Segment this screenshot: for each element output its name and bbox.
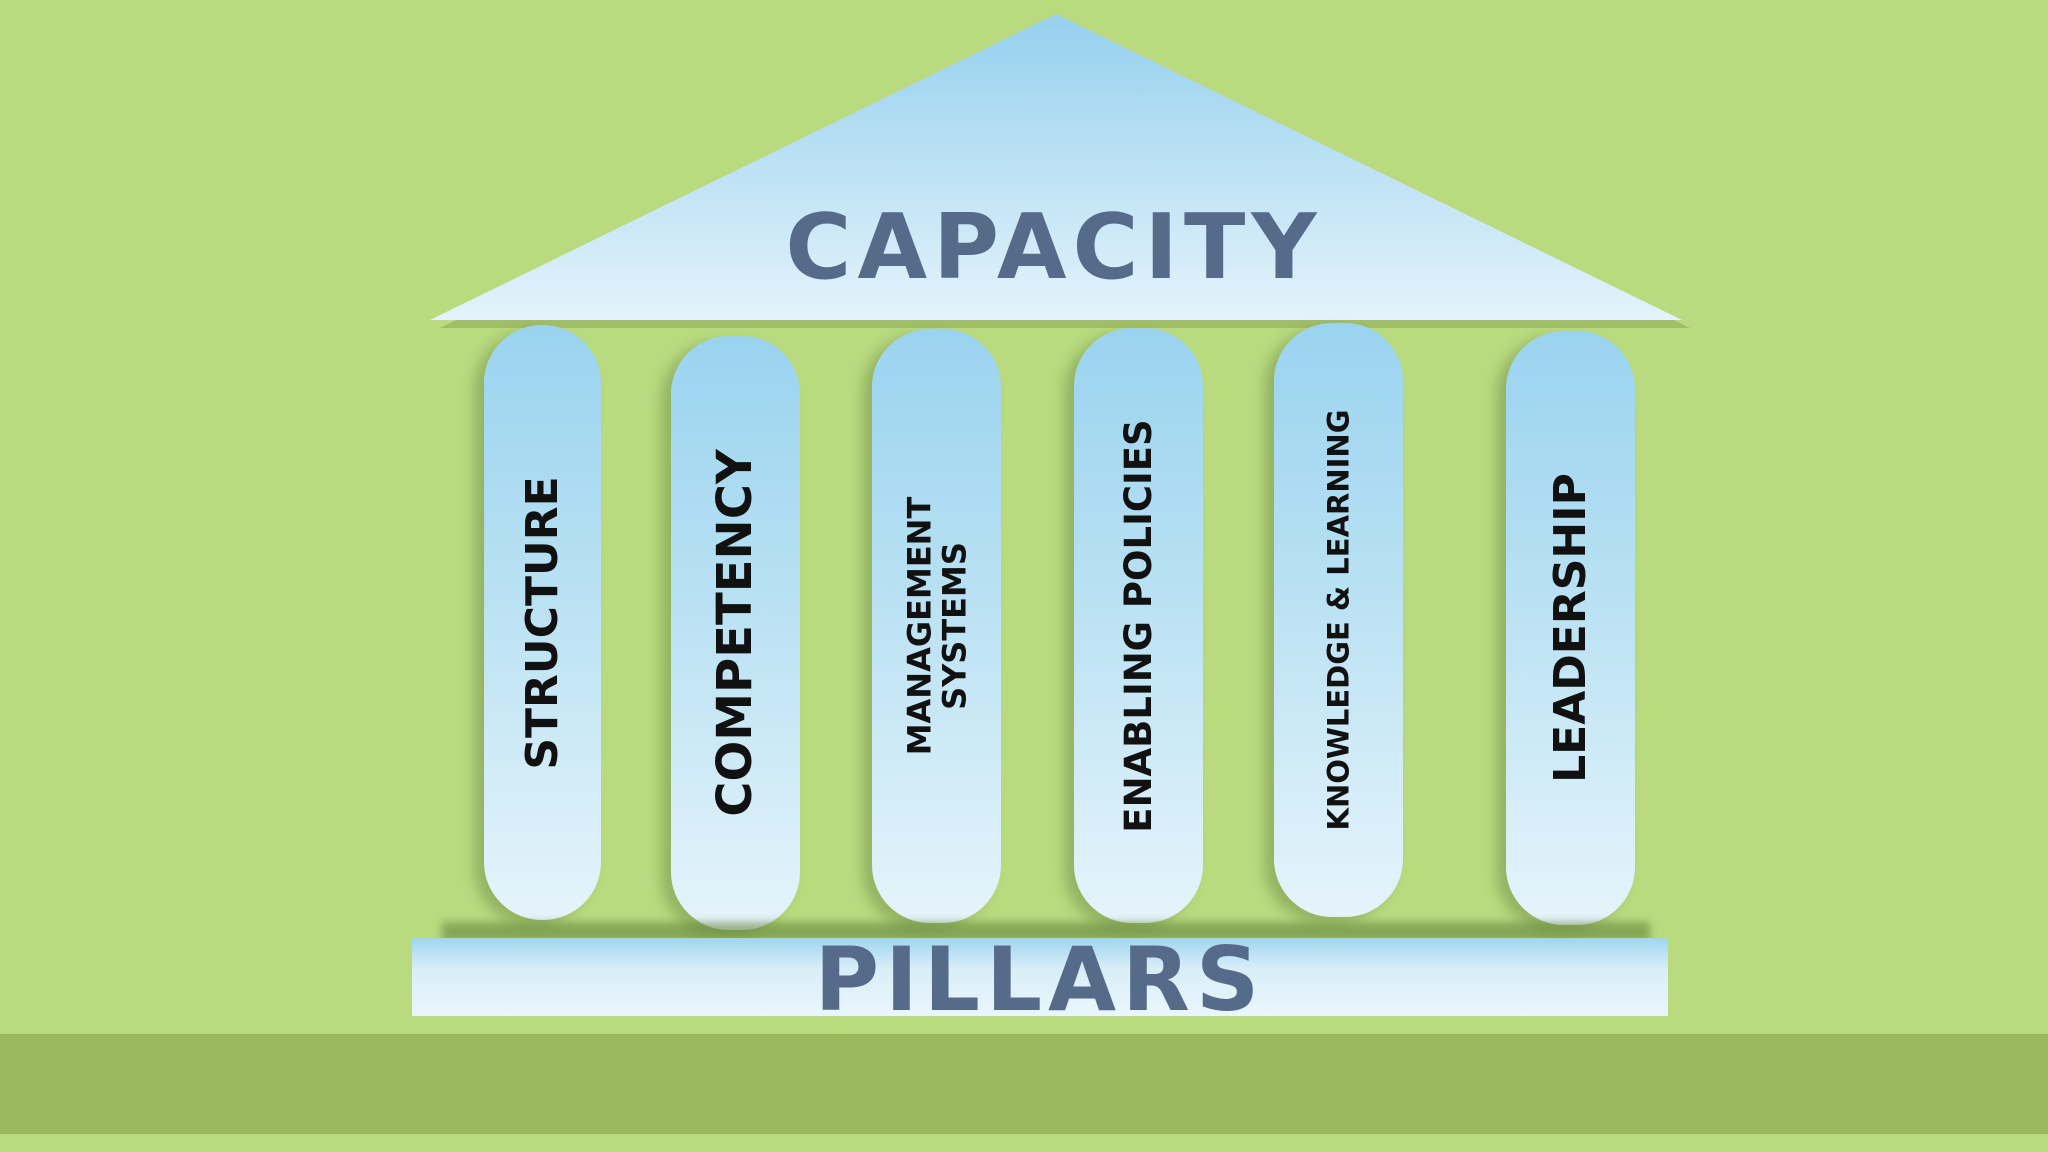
roof-triangle — [430, 14, 1690, 328]
pillar-label-leadership: LEADERSHIP — [1544, 473, 1596, 783]
base-title: PILLARS — [814, 938, 1266, 1016]
pillar-enabling-policies: ENABLING POLICIES — [1074, 328, 1203, 923]
pillar-structure: STRUCTURE — [484, 325, 601, 920]
ground-strip — [0, 1034, 2048, 1134]
pillar-knowledge-learning: KNOWLEDGE & LEARNING — [1274, 323, 1403, 917]
pillar-label-structure: STRUCTURE — [516, 475, 568, 770]
base-platform: PILLARS — [412, 938, 1668, 1016]
pillar-label-management-systems: MANAGEMENT SYSTEMS — [899, 496, 973, 756]
pillar-competency: COMPETENCY — [671, 336, 800, 930]
pillar-label-enabling-policies: ENABLING POLICIES — [1116, 418, 1160, 833]
roof-title: CAPACITY — [785, 195, 1323, 300]
pillar-label-competency: COMPETENCY — [706, 449, 763, 817]
base-shadow — [442, 922, 1650, 942]
pillar-management-systems: MANAGEMENT SYSTEMS — [872, 329, 1001, 923]
pillar-leadership: LEADERSHIP — [1506, 331, 1635, 925]
pillar-label-knowledge-learning: KNOWLEDGE & LEARNING — [1320, 409, 1355, 831]
